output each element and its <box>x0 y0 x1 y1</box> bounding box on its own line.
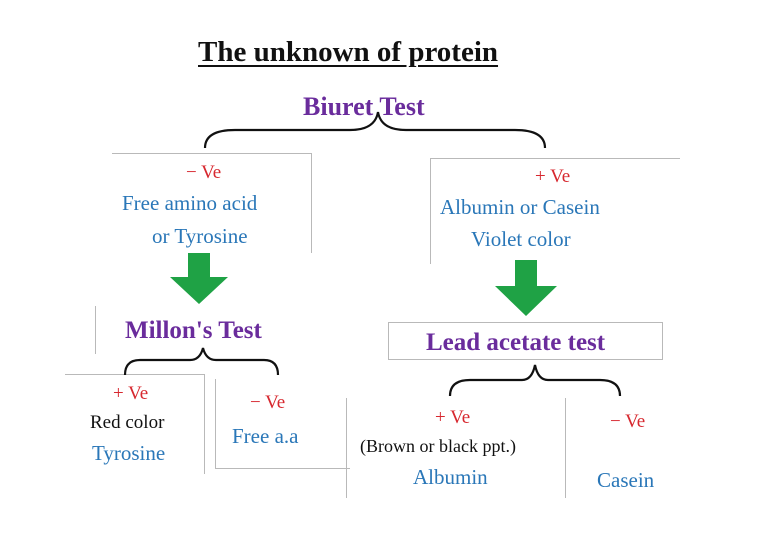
lead-brace <box>448 364 622 397</box>
biuret-positive-box <box>430 158 680 264</box>
biuret-positive-line1: Albumin or Casein <box>440 195 600 219</box>
lead-negative-sign: − Ve <box>610 411 646 432</box>
lead-positive-line1: (Brown or black ppt.) <box>360 436 516 456</box>
lead-acetate-test-label: Lead acetate test <box>426 329 606 356</box>
millons-negative-sign: − Ve <box>250 392 286 413</box>
biuret-negative-line2: or Tyrosine <box>152 224 248 248</box>
lead-negative-box <box>565 398 675 498</box>
biuret-test-label: Biuret Test <box>303 92 425 121</box>
millons-test-box <box>95 306 300 354</box>
lead-negative-line1: Casein <box>597 468 655 492</box>
biuret-positive-line2: Violet color <box>471 227 571 251</box>
biuret-negative-box <box>112 153 312 253</box>
millons-negative-line1: Free a.a <box>232 424 299 448</box>
biuret-negative-sign: − Ve <box>186 162 222 183</box>
millons-positive-box <box>65 374 205 474</box>
millons-negative-box <box>215 379 350 469</box>
biuret-brace <box>203 111 547 149</box>
arrow-down-left <box>170 253 228 304</box>
lead-test-box <box>388 322 663 360</box>
millons-test-label: Millon's Test <box>125 317 262 344</box>
page-title: The unknown of protein <box>198 36 499 68</box>
lead-positive-box <box>346 398 551 498</box>
millons-positive-line1: Red color <box>90 412 165 433</box>
lead-positive-line2: Albumin <box>413 465 488 489</box>
biuret-negative-line1: Free amino acid <box>122 191 258 215</box>
millons-brace <box>123 347 280 376</box>
arrow-down-right <box>495 260 557 316</box>
biuret-positive-sign: + Ve <box>535 166 571 187</box>
millons-positive-sign: + Ve <box>113 383 149 404</box>
lead-positive-sign: + Ve <box>435 407 471 428</box>
millons-positive-line2: Tyrosine <box>92 441 166 465</box>
